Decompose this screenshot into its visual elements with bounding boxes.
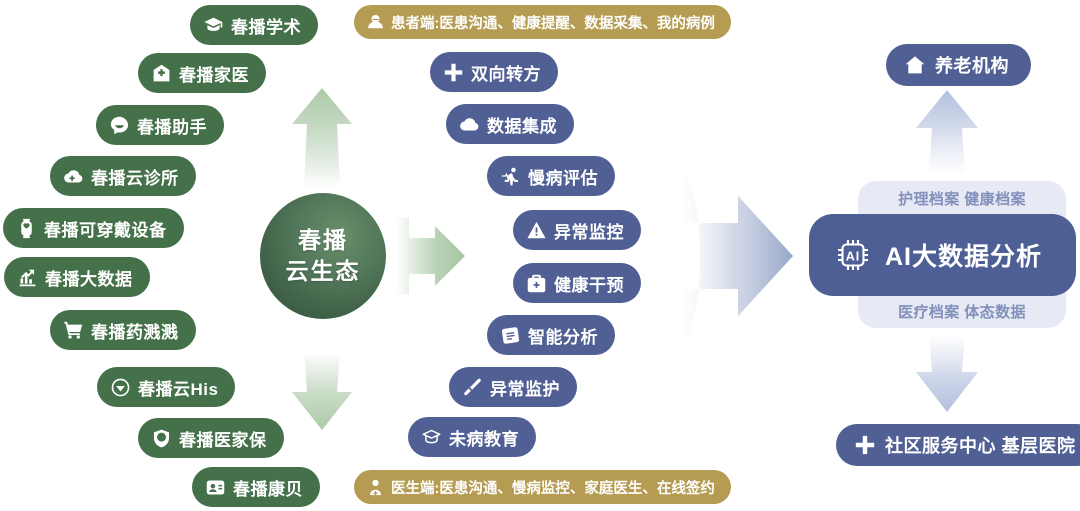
graduation-cap-icon bbox=[203, 15, 224, 36]
node-yichang-jianhu[interactable]: 异常监护 bbox=[449, 367, 577, 407]
bar-label: 医生端:医患沟通、慢病监控、家庭医生、在线签约 bbox=[391, 480, 715, 497]
node-chunbo-yaojianjian[interactable]: 春播药溅溅 bbox=[50, 310, 196, 350]
node-label: 春播云诊所 bbox=[91, 168, 179, 188]
doctor-icon bbox=[366, 478, 385, 497]
medkit-icon bbox=[526, 273, 547, 294]
node-chunbo-yunhis[interactable]: 春播云His bbox=[97, 367, 236, 407]
arrow-up-blue bbox=[916, 90, 978, 175]
node-label: 春播大数据 bbox=[45, 269, 133, 289]
home-icon bbox=[904, 54, 926, 76]
bar-chart-icon bbox=[17, 267, 38, 288]
node-label: 未病教育 bbox=[449, 429, 519, 449]
id-card-icon bbox=[205, 477, 226, 498]
cloud-icon bbox=[459, 114, 480, 135]
hospital-plus-icon bbox=[151, 63, 172, 84]
node-yanglao-jigou[interactable]: 养老机构 bbox=[886, 44, 1031, 86]
pulse-person-icon bbox=[500, 166, 521, 187]
svg-text:AI: AI bbox=[846, 249, 861, 263]
node-jiankang-ganyu[interactable]: 健康干预 bbox=[513, 263, 641, 303]
bar-patient-side[interactable]: 患者端:医患沟通、健康提醒、数据采集、我的病例 bbox=[354, 5, 731, 39]
warning-icon bbox=[526, 220, 547, 241]
node-label: 春播云His bbox=[138, 379, 219, 399]
plus-icon bbox=[443, 62, 464, 83]
node-label: 慢病评估 bbox=[528, 168, 598, 188]
check-circle-icon bbox=[110, 377, 131, 398]
bar-label: 患者端:医患沟通、健康提醒、数据采集、我的病例 bbox=[391, 15, 715, 32]
node-chunbo-yunzhensuo[interactable]: 春播云诊所 bbox=[50, 156, 196, 196]
node-label: 春播医家保 bbox=[179, 430, 267, 450]
node-label: 春播助手 bbox=[137, 117, 207, 137]
node-chunbo-jiayi[interactable]: 春播家医 bbox=[138, 53, 266, 93]
node-shuangxiang-zhuanfang[interactable]: 双向转方 bbox=[430, 52, 558, 92]
node-label: 春播学术 bbox=[231, 17, 301, 37]
node-ai-bigdata-analysis[interactable]: AI AI大数据分析 bbox=[809, 214, 1076, 296]
node-label: 异常监护 bbox=[490, 379, 560, 399]
node-label: 养老机构 bbox=[935, 56, 1009, 76]
bar-doctor-side[interactable]: 医生端:医患沟通、慢病监控、家庭医生、在线签约 bbox=[354, 470, 731, 504]
node-chunbo-bigdata[interactable]: 春播大数据 bbox=[4, 257, 150, 297]
arrow-right-green-small bbox=[396, 218, 465, 294]
node-label: 社区服务中心 基层医院 bbox=[885, 436, 1076, 456]
node-shuju-jicheng[interactable]: 数据集成 bbox=[446, 104, 574, 144]
center-line-2: 云生态 bbox=[285, 258, 361, 284]
cloud-plus-icon bbox=[63, 166, 84, 187]
node-chunbo-zhushou[interactable]: 春播助手 bbox=[96, 105, 224, 145]
bolt-icon bbox=[462, 377, 483, 398]
node-label: 智能分析 bbox=[528, 327, 598, 347]
node-chunbo-wearable[interactable]: 春播可穿戴设备 bbox=[3, 208, 184, 248]
ai-chip-icon: AI bbox=[833, 235, 873, 275]
node-community-service-hospital[interactable]: 社区服务中心 基层医院 bbox=[836, 424, 1080, 466]
arrow-right-big bbox=[683, 166, 793, 348]
cap-outline-icon bbox=[421, 427, 442, 448]
center-node: 春播 云生态 bbox=[260, 193, 386, 319]
arrow-down-green bbox=[292, 352, 352, 430]
plus-icon bbox=[854, 434, 876, 456]
smartwatch-icon bbox=[16, 218, 37, 239]
node-chunbo-yijiabao[interactable]: 春播医家保 bbox=[138, 418, 284, 458]
chat-smile-icon bbox=[109, 115, 130, 136]
ai-caption-top: 护理档案 健康档案 bbox=[898, 191, 1026, 208]
node-manbing-pinggu[interactable]: 慢病评估 bbox=[487, 156, 615, 196]
node-label: 双向转方 bbox=[471, 64, 541, 84]
node-label: 数据集成 bbox=[487, 116, 557, 136]
node-label: 异常监控 bbox=[554, 222, 624, 242]
node-label: 健康干预 bbox=[554, 275, 624, 295]
arrow-down-blue bbox=[916, 334, 978, 412]
patient-icon bbox=[366, 13, 385, 32]
cart-icon bbox=[63, 320, 84, 341]
doc-analysis-icon bbox=[500, 325, 521, 346]
node-label: 春播康贝 bbox=[233, 479, 303, 499]
node-label: AI大数据分析 bbox=[885, 243, 1043, 271]
node-label: 春播家医 bbox=[179, 65, 249, 85]
node-yichang-jiankong[interactable]: 异常监控 bbox=[513, 210, 641, 250]
node-zhineng-fenxi[interactable]: 智能分析 bbox=[487, 315, 615, 355]
node-weibing-jiaoyu[interactable]: 未病教育 bbox=[408, 417, 536, 457]
ai-caption-bottom: 医疗档案 体态数据 bbox=[898, 304, 1026, 321]
shield-bao-icon bbox=[151, 428, 172, 449]
arrow-up-green bbox=[292, 88, 352, 188]
node-label: 春播可穿戴设备 bbox=[44, 220, 167, 240]
node-chunbo-kangbei[interactable]: 春播康贝 bbox=[192, 467, 320, 507]
node-label: 春播药溅溅 bbox=[91, 322, 179, 342]
center-line-1: 春播 bbox=[298, 227, 348, 254]
node-chunbo-xueshu[interactable]: 春播学术 bbox=[190, 5, 318, 45]
